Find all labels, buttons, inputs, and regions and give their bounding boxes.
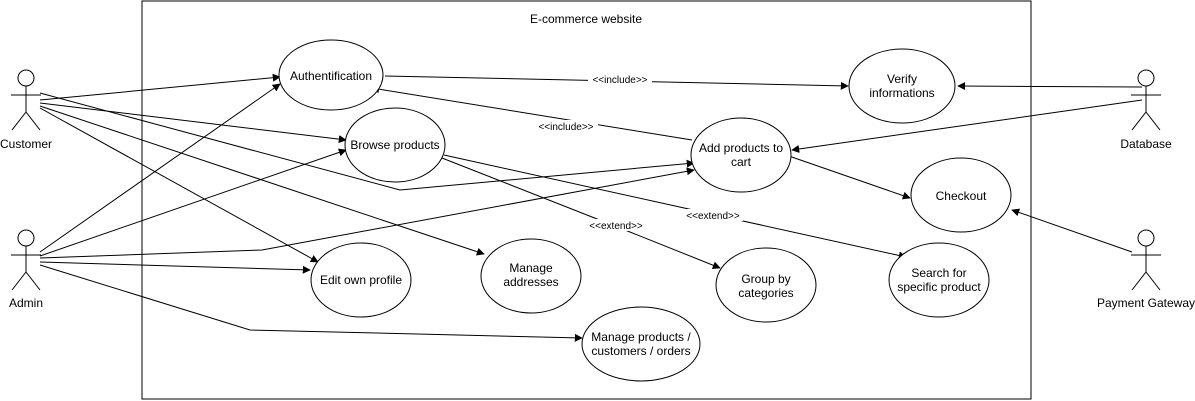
system-title: E-commerce website (530, 12, 642, 26)
svg-text:Authentification: Authentification (290, 69, 372, 83)
stick-figure-icon (1131, 229, 1161, 291)
actor-label-database: Database (1120, 137, 1172, 151)
svg-text:informations: informations (869, 86, 934, 100)
use-case-relations (371, 75, 911, 270)
svg-text:categories: categories (738, 286, 793, 300)
svg-text:specific product: specific product (897, 280, 981, 294)
actor-customer[interactable]: Customer (0, 69, 52, 151)
include-label-auth: <<include>> (538, 122, 593, 133)
actor-label-customer: Customer (0, 137, 52, 151)
use-case-search-specific-product[interactable]: Search for specific product (888, 242, 990, 318)
svg-text:cart: cart (731, 155, 752, 169)
use-case-group-by-categories[interactable]: Group by categories (715, 247, 817, 323)
svg-text:Checkout: Checkout (936, 189, 987, 203)
use-case-edit-own-profile[interactable]: Edit own profile (310, 242, 412, 318)
include-label-verify: <<include>> (592, 75, 647, 86)
svg-text:Group by: Group by (741, 272, 790, 286)
use-case-add-products-to-cart[interactable]: Add products to cart (690, 117, 792, 193)
svg-text:Search for: Search for (911, 266, 966, 280)
use-case-manage-products-customers-orders[interactable]: Manage products / customers / orders (581, 306, 701, 382)
actor-label-admin: Admin (9, 296, 43, 310)
stick-figure-icon (11, 229, 41, 291)
extend-label-search: <<extend>> (686, 211, 740, 222)
stick-figure-icon (11, 69, 41, 131)
extend-label-group: <<extend>> (589, 221, 643, 232)
use-case-browse-products[interactable]: Browse products (344, 107, 446, 183)
svg-text:addresses: addresses (503, 275, 558, 289)
actor-admin[interactable]: Admin (9, 229, 43, 310)
admin-associations (39, 83, 695, 342)
use-case-authentification[interactable]: Authentification (278, 39, 384, 111)
svg-text:Verify: Verify (887, 72, 917, 86)
use-case-manage-addresses[interactable]: Manage addresses (480, 238, 582, 314)
use-case-checkout[interactable]: Checkout (910, 157, 1012, 233)
use-case-verify-informations[interactable]: Verify informations (848, 48, 956, 124)
external-actor-associations (791, 82, 1143, 253)
actor-payment-gateway[interactable]: Payment Gateway (1097, 229, 1195, 310)
svg-text:Browse products: Browse products (350, 138, 439, 152)
svg-text:Manage: Manage (509, 261, 553, 275)
svg-text:Add products to: Add products to (699, 141, 783, 155)
actor-database[interactable]: Database (1120, 69, 1172, 151)
stereotype-labels: <<include>> <<include>> <<extend>> <<ext… (534, 73, 743, 232)
stick-figure-icon (1131, 69, 1161, 131)
svg-text:customers / orders: customers / orders (591, 344, 690, 358)
svg-text:Manage products /: Manage products / (591, 330, 691, 344)
svg-text:Edit own profile: Edit own profile (320, 273, 402, 287)
actor-label-payment-gateway: Payment Gateway (1097, 296, 1195, 310)
customer-associations (39, 73, 695, 263)
